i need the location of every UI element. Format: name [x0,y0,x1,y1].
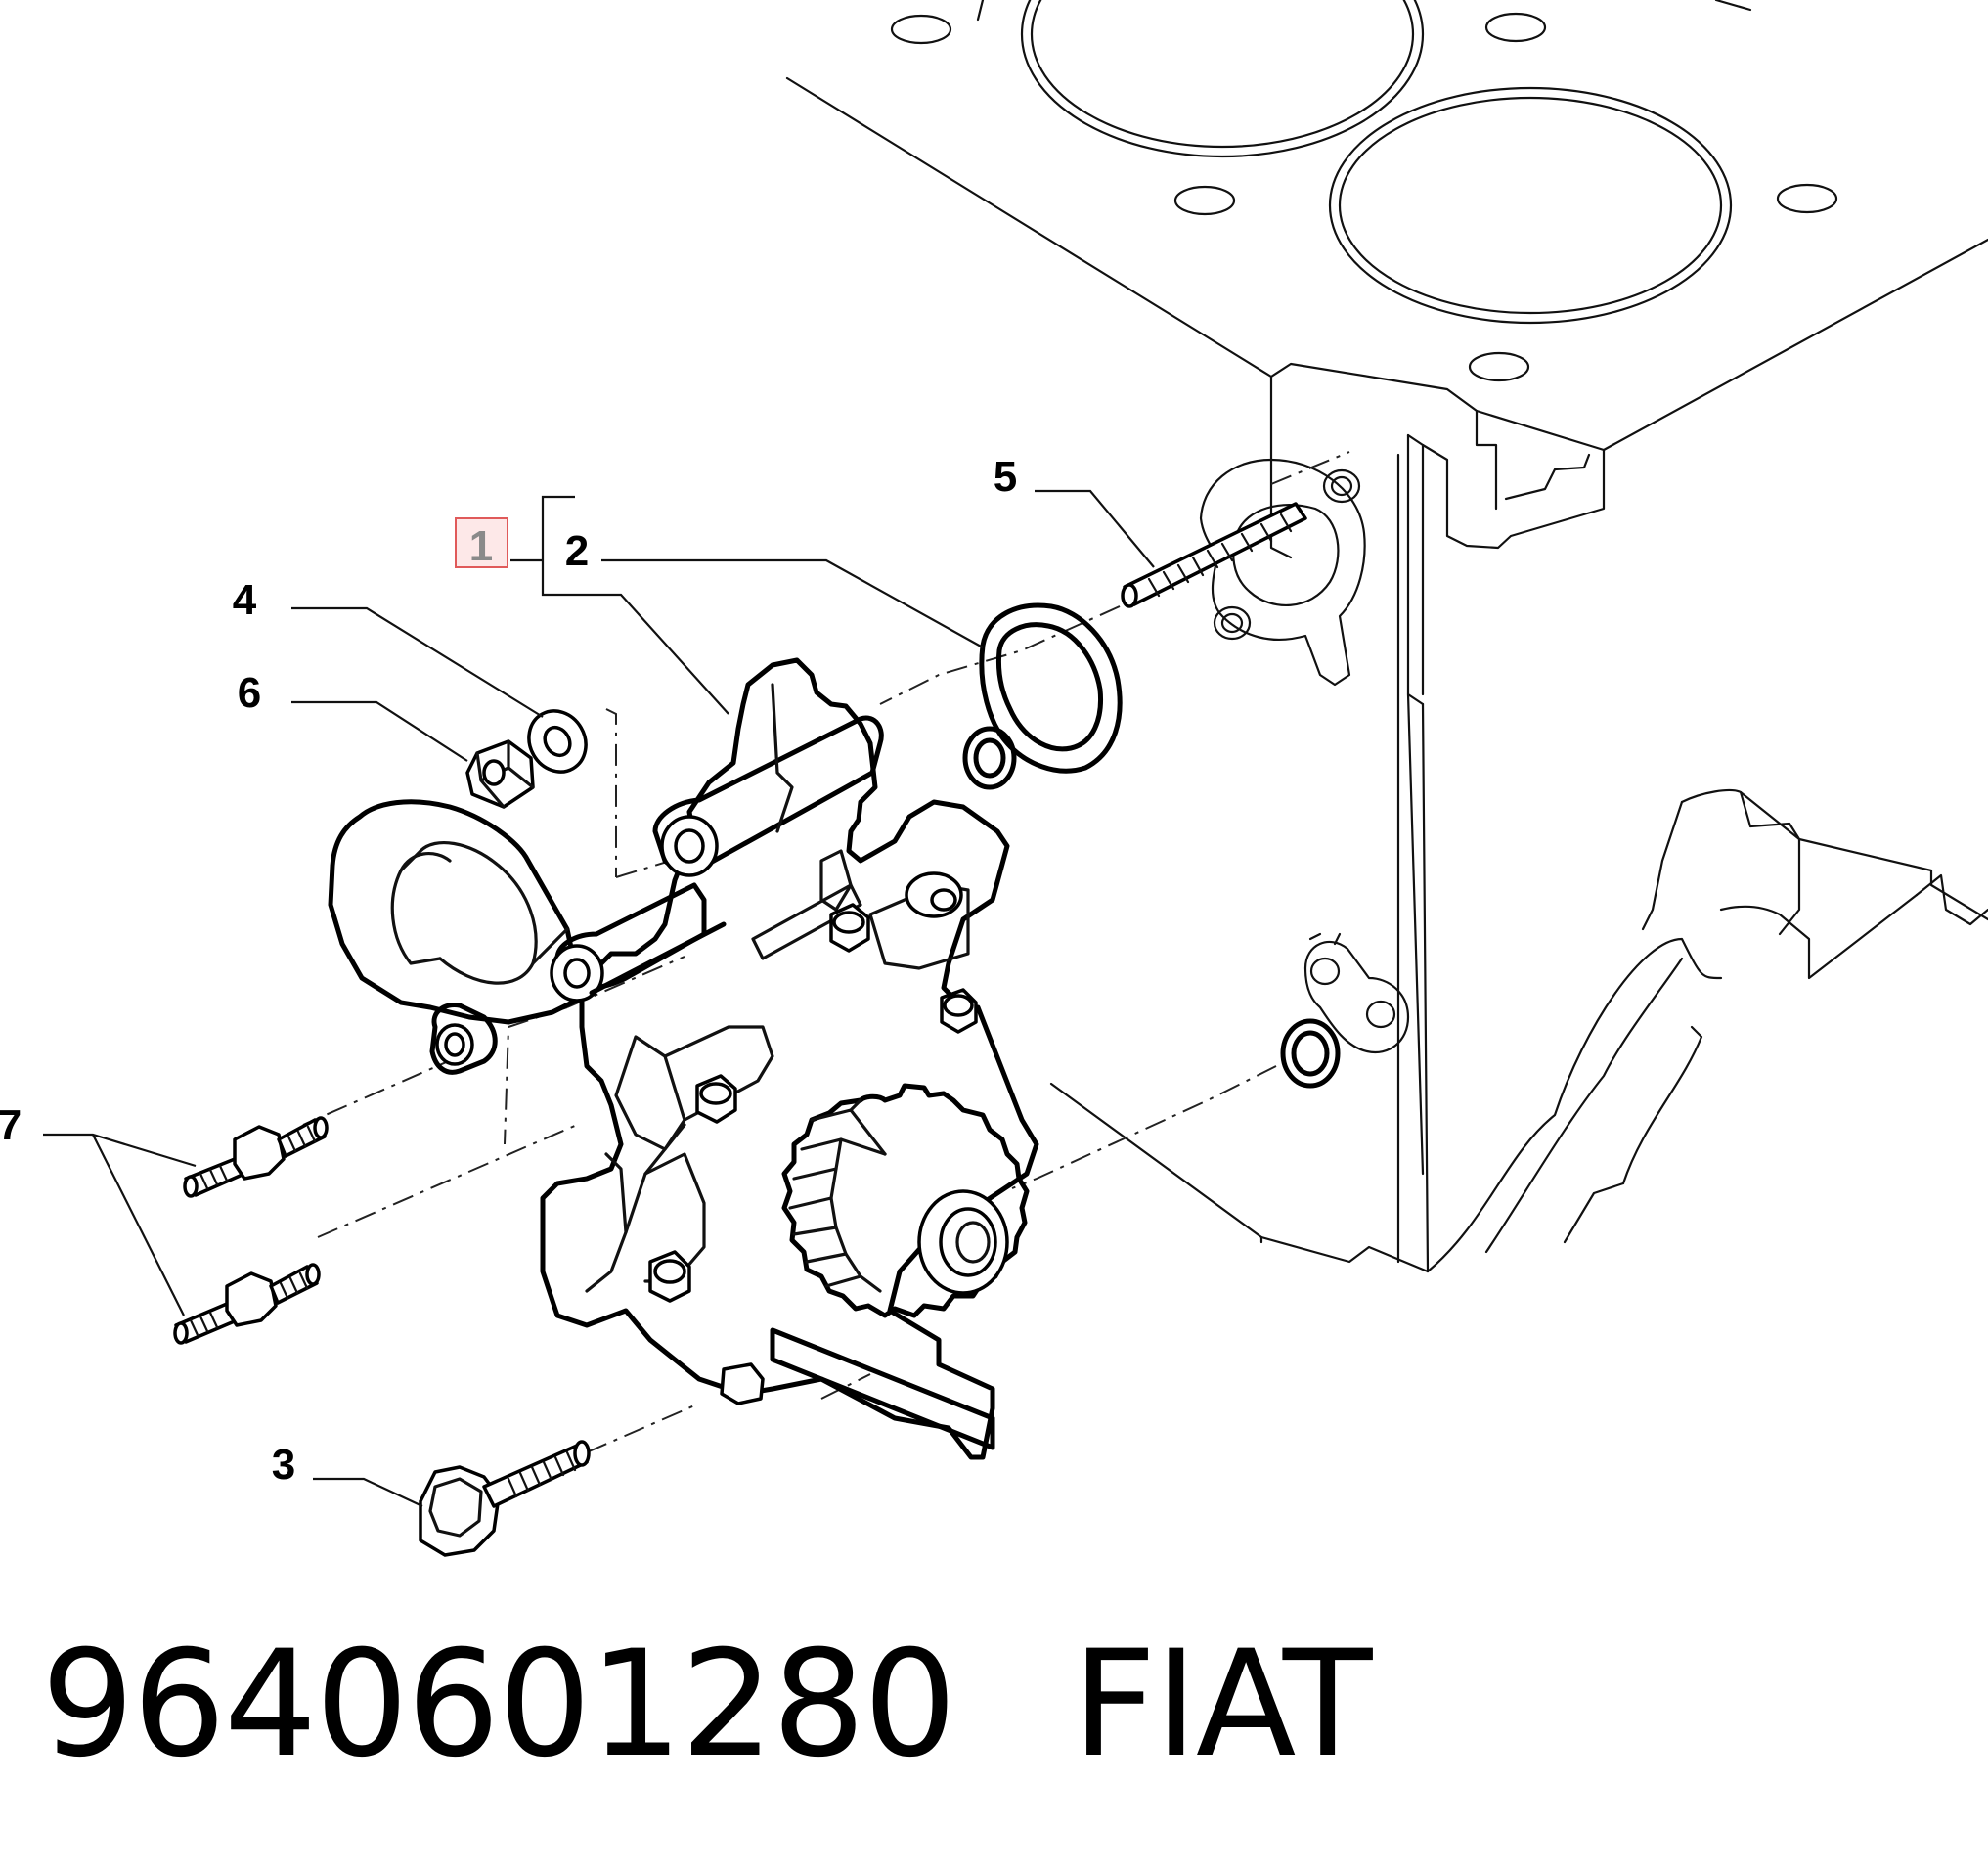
block-o-ring [1280,1018,1341,1089]
pump-bolt-head [720,1362,765,1405]
part-number: 9640601280 [41,1620,956,1790]
flange-bolt-3 [419,1440,591,1557]
callout-4: 4 [233,576,257,624]
water-pump-body [328,657,1039,1460]
brand-name: FIAT [1072,1620,1372,1790]
callout-6: 6 [238,669,261,717]
callout-7: 7 [0,1101,22,1149]
small-o-ring [962,726,1017,790]
pump-bolt-head [829,903,870,953]
double-stud-7-lower [173,1263,321,1345]
pump-bolt-head [695,1074,737,1124]
pump-sprocket [781,1083,1030,1318]
washer-4 [527,709,588,774]
callout-2: 2 [565,527,589,575]
callout-1: 1 [469,522,493,570]
callout-leaders [43,489,1155,1507]
callout-3: 3 [272,1441,295,1489]
pump-bolt-head [648,1250,691,1303]
part-caption: 9640601280 FIAT [41,1620,1372,1790]
double-stud-7-upper [183,1116,329,1198]
nut-6 [465,739,535,809]
callout-5: 5 [994,453,1017,501]
stud-5 [1121,502,1307,608]
callout-1-highlight [455,517,508,568]
pump-bolt-head [940,988,978,1034]
engine-block [785,0,1988,1273]
assembly-centerlines [302,451,1350,1453]
